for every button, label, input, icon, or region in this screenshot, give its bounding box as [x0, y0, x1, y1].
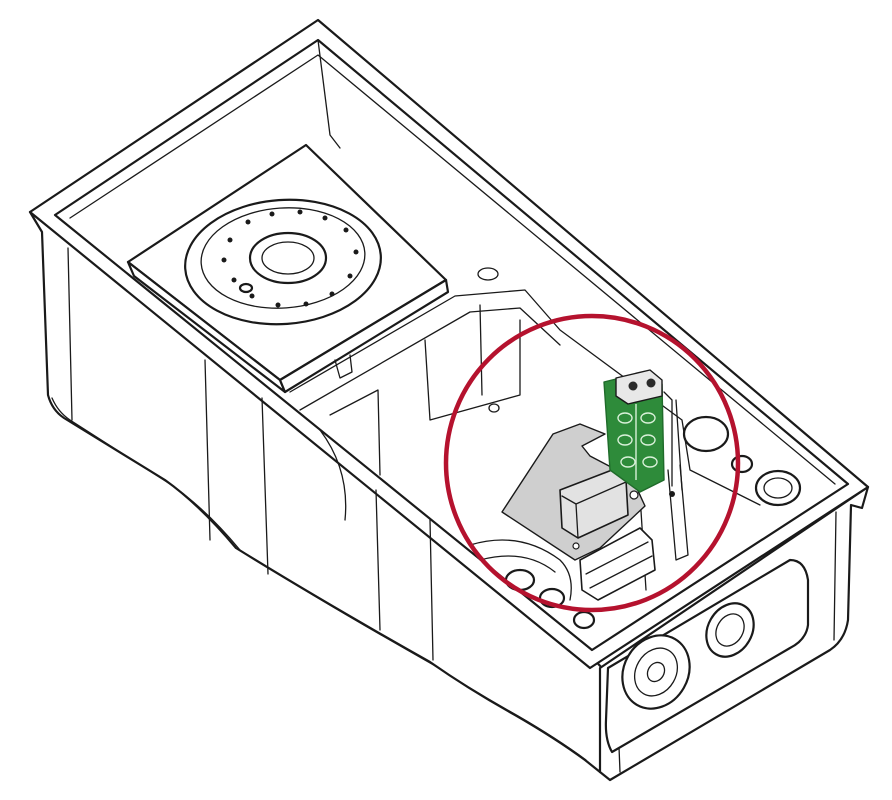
- grommet-mid: [730, 454, 754, 474]
- terminal-pcb-traces: [617, 404, 658, 480]
- highlight-circle: [443, 313, 741, 613]
- grommet-back: [682, 415, 730, 453]
- speaker-cone: [248, 231, 328, 285]
- interface-lower-connector: [579, 527, 656, 601]
- speaker-module: [126, 143, 450, 394]
- housing-inner-back-edge: [69, 54, 836, 485]
- knockout-right: [705, 602, 755, 658]
- terminal-pcb: [603, 369, 683, 497]
- cable-entry-knockouts: [604, 558, 810, 754]
- speaker-mounting-holes: [221, 209, 359, 308]
- grommet-front: [754, 469, 802, 507]
- terminal-pcb-header: [615, 369, 663, 405]
